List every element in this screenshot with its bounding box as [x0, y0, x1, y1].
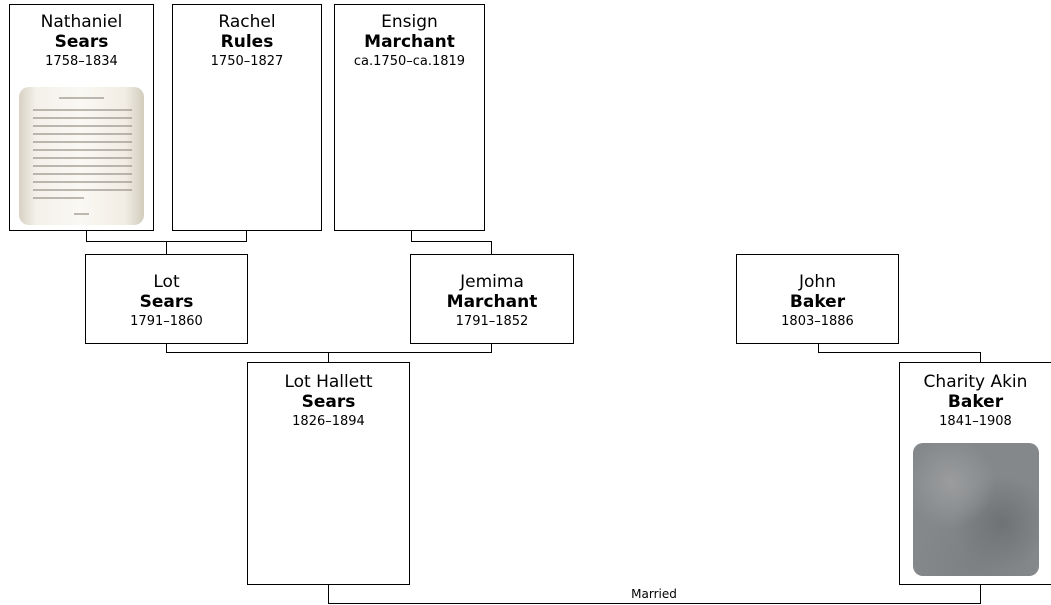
- surname: Sears: [54, 32, 109, 52]
- life-dates: ca.1750–ca.1819: [353, 54, 466, 69]
- surname: Marchant: [364, 32, 455, 52]
- marriage-connector-line: [328, 585, 329, 604]
- married-label: Married: [631, 587, 677, 601]
- marriage-connector-line: [980, 585, 981, 604]
- marriage-connector-line: [328, 603, 981, 604]
- person-card-jemima-marchant[interactable]: Jemima Marchant 1791–1852: [410, 254, 574, 344]
- life-dates: 1750–1827: [210, 54, 284, 69]
- given-name: Nathaniel: [40, 12, 123, 32]
- person-card-lot-hallett-sears[interactable]: Lot Hallett Sears 1826–1894: [247, 362, 410, 585]
- connector-line: [328, 352, 329, 362]
- surname: Baker: [789, 292, 846, 312]
- life-dates: 1791–1860: [130, 314, 203, 329]
- given-name: Jemima: [460, 272, 524, 292]
- given-name: Ensign: [381, 12, 438, 32]
- given-name: Lot Hallett: [284, 372, 373, 392]
- connector-line: [166, 352, 492, 353]
- connector-line: [86, 231, 87, 242]
- person-card-john-baker[interactable]: John Baker 1803–1886: [736, 254, 899, 344]
- surname: Sears: [301, 392, 356, 412]
- connector-line: [246, 231, 247, 242]
- life-dates: 1758–1834: [45, 54, 118, 69]
- connector-line: [818, 344, 819, 353]
- given-name: Rachel: [218, 12, 276, 32]
- connector-line: [411, 231, 412, 242]
- life-dates: 1803–1886: [781, 314, 854, 329]
- gravestone-photo: [913, 443, 1039, 576]
- connector-line: [166, 241, 167, 254]
- surname: Baker: [947, 392, 1004, 412]
- person-card-nathaniel-sears[interactable]: Nathaniel Sears 1758–1834: [9, 4, 154, 231]
- life-dates: 1841–1908: [939, 414, 1012, 429]
- connector-line: [166, 344, 167, 353]
- given-name: John: [799, 272, 836, 292]
- connector-line: [411, 241, 492, 242]
- given-name: Charity Akin: [923, 372, 1028, 392]
- connector-line: [491, 344, 492, 353]
- life-dates: 1826–1894: [292, 414, 365, 429]
- document-photo: [19, 87, 144, 225]
- person-card-charity-akin-baker[interactable]: Charity Akin Baker 1841–1908: [899, 362, 1051, 585]
- connector-line: [491, 241, 492, 254]
- connector-line: [818, 352, 981, 353]
- person-card-lot-sears[interactable]: Lot Sears 1791–1860: [85, 254, 248, 344]
- person-card-ensign-marchant[interactable]: Ensign Marchant ca.1750–ca.1819: [334, 4, 485, 231]
- surname: Marchant: [446, 292, 538, 312]
- given-name: Lot: [153, 272, 180, 292]
- connector-line: [980, 352, 981, 362]
- person-card-rachel-rules[interactable]: Rachel Rules 1750–1827: [172, 4, 322, 231]
- surname: Rules: [220, 32, 274, 52]
- surname: Sears: [139, 292, 194, 312]
- life-dates: 1791–1852: [455, 314, 529, 329]
